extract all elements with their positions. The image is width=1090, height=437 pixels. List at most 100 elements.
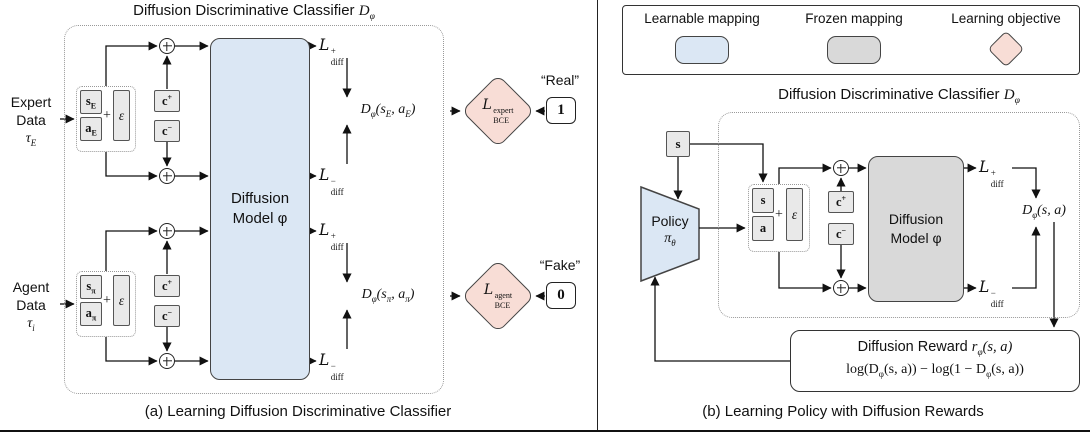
bce-expert-sub: BCE: [493, 115, 510, 125]
action-sample-label: a: [759, 221, 767, 235]
caption-b: (b) Learning Policy with Diffusion Rewar…: [702, 403, 984, 420]
classifier-title-a: Diffusion Discriminative Classifier Dφ: [64, 2, 444, 22]
bce-expert-base: L: [482, 97, 492, 114]
legend-objective-label: Learning objective: [951, 11, 1061, 26]
loss-diff-plus-expert: L+diff: [319, 36, 344, 67]
d-output-b: Dφ(s, a): [1022, 203, 1066, 220]
cond-positive-label-expert: c+: [161, 92, 173, 109]
reward-title-symbol: rφ(s, a): [971, 339, 1013, 358]
diffusion-model-b: Diffusion Model φ: [868, 156, 964, 302]
sum-node-agent-bottom: [159, 353, 175, 369]
cond-negative-box-b: c−: [828, 223, 854, 245]
loss-diff-minus-b: L−diff: [979, 278, 1004, 309]
bce-expert-sup: expert: [493, 106, 514, 116]
caption-a: (a) Learning Diffusion Discriminative Cl…: [144, 403, 452, 420]
expert-action-box: aE: [80, 117, 102, 141]
reward-title: Diffusion Reward rφ(s, a): [791, 339, 1079, 358]
policy-label-line1: Policy: [651, 213, 689, 229]
legend-box: [622, 5, 1080, 75]
cond-negative-label-expert: c−: [161, 122, 173, 139]
loss-diff-plus-b: L+diff: [979, 158, 1004, 189]
bce-agent-sub: BCE: [494, 300, 511, 310]
sample-plus-sign: +: [775, 207, 783, 222]
reward-formula: log(Dφ(s, a)) − log(1 − Dφ(s, a)): [846, 361, 1024, 379]
legend-learnable-swatch: [675, 36, 729, 64]
state-box: s: [666, 131, 690, 157]
agent-data-symbol: τi: [27, 315, 35, 333]
d-output-agent: Dφ(sπ, aπ): [361, 287, 415, 304]
diffusion-model-b-line1: Diffusion: [888, 211, 944, 228]
expert-noise-box: ε: [113, 90, 130, 141]
policy-label-symbol: πθ: [664, 231, 676, 248]
sum-node-b-top: [833, 160, 849, 176]
loss-diff-minus-expert: L−diff: [319, 166, 344, 197]
state-sample-label: s: [760, 193, 766, 207]
reward-title-text: Diffusion Reward: [857, 339, 972, 355]
legend-frozen-label: Frozen mapping: [805, 11, 903, 26]
diffusion-model-a-line1: Diffusion: [230, 189, 290, 207]
d-output-expert: Dφ(sE, aE): [360, 102, 416, 119]
diffusion-model-a-line2: Model φ: [232, 210, 288, 227]
expert-data-label: Expert Data τE: [2, 94, 60, 149]
classifier-title-a-text: Diffusion Discriminative Classifier: [133, 2, 359, 19]
agent-plus-sign: +: [103, 293, 111, 308]
cond-negative-box-expert: c−: [154, 120, 180, 142]
expert-data-line1: Expert: [10, 94, 52, 110]
expert-data-symbol: τE: [25, 130, 37, 148]
loss-diff-minus-agent: L−diff: [319, 351, 344, 382]
cond-positive-label-agent: c+: [161, 277, 173, 294]
noise-box-b: ε: [786, 188, 803, 241]
legend-frozen-swatch: [827, 36, 881, 64]
expert-state-box: sE: [80, 90, 102, 114]
real-quote-label: “Real”: [540, 72, 580, 88]
sum-node-b-bottom: [833, 280, 849, 296]
fake-quote-label: “Fake”: [539, 257, 581, 273]
agent-data-line1: Agent: [12, 279, 50, 295]
target-zero-box: 0: [546, 282, 576, 309]
reward-box: Diffusion Reward rφ(s, a) log(Dφ(s, a)) …: [790, 330, 1080, 392]
classifier-title-a-symbol: Dφ: [358, 3, 375, 22]
bce-agent-base: L: [483, 282, 494, 299]
cond-positive-box-b: c+: [828, 191, 854, 213]
sample-group-b: [748, 184, 810, 252]
cond-positive-box-agent: c+: [154, 275, 180, 297]
agent-action-label: aπ: [85, 305, 97, 323]
agent-sample-group: [76, 271, 136, 337]
classifier-title-b: Diffusion Discriminative Classifier Dφ: [718, 86, 1080, 106]
policy-label: Policy πθ: [639, 212, 701, 250]
expert-sample-group: [76, 86, 136, 152]
expert-action-label: aE: [85, 120, 97, 138]
agent-state-box: sπ: [80, 275, 102, 299]
classifier-boundary-a: [64, 25, 444, 394]
agent-action-box: aπ: [80, 302, 102, 326]
agent-data-label: Agent Data τi: [2, 279, 60, 334]
loss-diff-plus-agent: L+diff: [319, 221, 344, 252]
bce-agent-sup: agent: [494, 291, 513, 301]
figure-bottom-rule: [0, 430, 1090, 433]
classifier-title-b-text: Diffusion Discriminative Classifier: [778, 86, 1004, 103]
cond-positive-label-b: c+: [835, 193, 847, 210]
sum-node-expert-bottom: [159, 168, 175, 184]
classifier-title-b-symbol: Dφ: [1003, 87, 1020, 106]
cond-positive-box-expert: c+: [154, 90, 180, 112]
diffusion-model-a: Diffusion Model φ: [210, 38, 310, 380]
state-sample-box: s: [752, 188, 774, 213]
classifier-boundary-b: [718, 112, 1080, 318]
agent-data-line2: Data: [16, 296, 46, 313]
cond-negative-label-b: c−: [835, 225, 847, 242]
action-sample-box: a: [752, 216, 774, 241]
sum-node-expert-top: [159, 38, 175, 54]
target-one-box: 1: [546, 97, 576, 124]
expert-state-label: sE: [85, 93, 97, 111]
diffusion-model-b-line2: Model φ: [890, 230, 942, 246]
sum-node-agent-top: [159, 223, 175, 239]
agent-noise-box: ε: [113, 275, 130, 326]
cond-negative-label-agent: c−: [161, 307, 173, 324]
agent-state-label: sπ: [86, 278, 96, 296]
expert-data-line2: Data: [16, 111, 46, 128]
